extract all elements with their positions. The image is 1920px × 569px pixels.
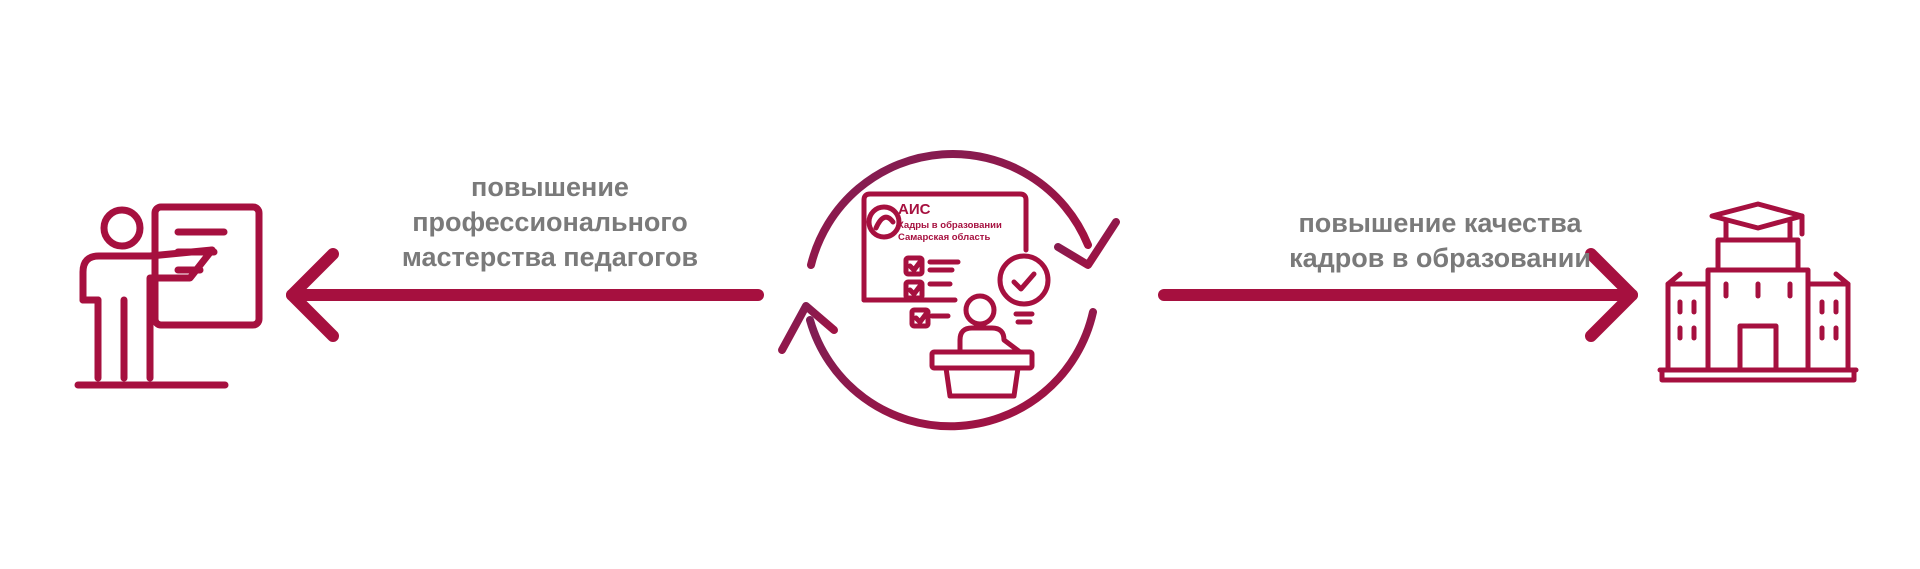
left-caption: повышение профессионального мастерства п… bbox=[330, 170, 770, 275]
university-building-icon bbox=[1657, 201, 1859, 383]
left-caption-line-1: повышение bbox=[471, 172, 629, 202]
ais-logo-line-1: Кадры в образовании bbox=[898, 220, 1002, 231]
right-caption-line-1: повышение качества bbox=[1298, 208, 1582, 238]
right-arrow bbox=[1158, 248, 1638, 342]
teacher-at-board-icon bbox=[74, 203, 263, 389]
ais-logo-line-2: Самарская область bbox=[898, 232, 991, 243]
ais-system-icon bbox=[861, 191, 1051, 399]
left-caption-line-2: профессионального bbox=[412, 207, 688, 237]
cycle-arrows-icon bbox=[778, 150, 1120, 431]
right-caption-line-2: кадров в образовании bbox=[1289, 243, 1591, 273]
ais-logo-title: АИС bbox=[898, 201, 931, 218]
left-arrow bbox=[286, 248, 764, 342]
left-caption-line-3: мастерства педагогов bbox=[401, 242, 699, 272]
right-caption: повышение качества кадров в образовании bbox=[1190, 206, 1690, 276]
